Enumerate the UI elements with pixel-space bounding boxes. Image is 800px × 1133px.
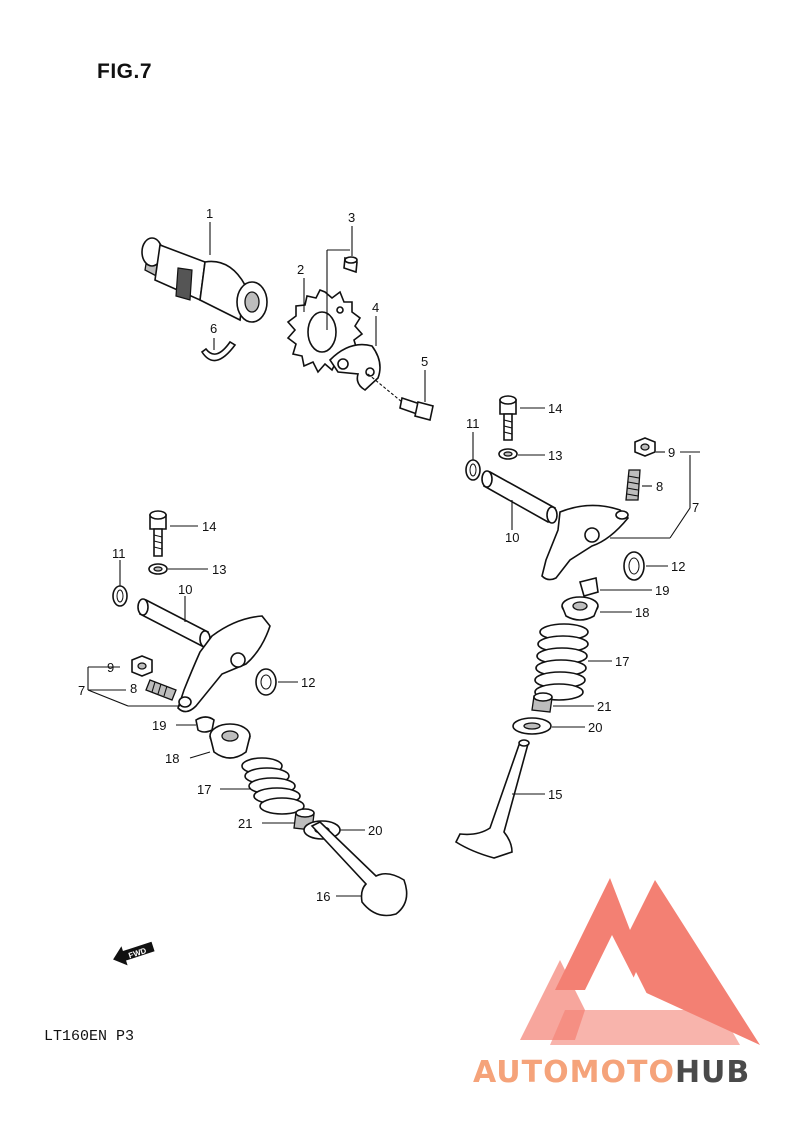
rocker-bolt-right xyxy=(499,395,517,441)
automotohub-logo xyxy=(520,878,760,1045)
valve-spring-left xyxy=(241,757,305,815)
svg-text:AUTOMOTOHUB: AUTOMOTOHUB xyxy=(473,1055,750,1090)
valve-spring-right xyxy=(534,623,589,701)
callout-1: 1 xyxy=(206,206,213,221)
rocker-arm-right xyxy=(541,504,630,581)
callout-11-left: 11 xyxy=(112,546,126,561)
callout-14-left: 14 xyxy=(202,519,216,534)
callout-7-right: 7 xyxy=(692,500,699,515)
seal-ring-right xyxy=(623,551,645,581)
callout-12-right: 12 xyxy=(671,559,685,574)
fwd-label: FWD xyxy=(127,946,147,960)
callout-13-left: 13 xyxy=(212,562,226,577)
callout-20-left: 20 xyxy=(368,823,382,838)
o-ring-right xyxy=(465,459,481,481)
callout-6: 6 xyxy=(210,321,217,336)
model-code: LT160EN P3 xyxy=(44,1028,135,1045)
callout-17-left: 17 xyxy=(197,782,211,797)
valve-cotter-left xyxy=(195,716,215,733)
figure-title: FIG.7 xyxy=(97,60,153,83)
callout-17-right: 17 xyxy=(615,654,629,669)
callout-9-right: 9 xyxy=(668,445,675,460)
callout-18-left: 18 xyxy=(165,751,179,766)
callout-5: 5 xyxy=(421,354,428,369)
seal-ring-left xyxy=(255,668,277,696)
callout-19-left: 19 xyxy=(152,718,166,733)
rocker-arm-left xyxy=(177,615,271,713)
retaining-clip xyxy=(200,340,237,362)
callout-14-right: 14 xyxy=(548,401,562,416)
callout-13-right: 13 xyxy=(548,448,562,463)
spring-retainer-left xyxy=(209,723,251,759)
callout-12-left: 12 xyxy=(301,675,315,690)
callout-3: 3 xyxy=(348,210,355,225)
washer-left xyxy=(148,563,168,575)
callout-19-right: 19 xyxy=(655,583,669,598)
spring-seat-right xyxy=(512,717,552,735)
camshaft xyxy=(141,237,268,323)
callout-21-right: 21 xyxy=(597,699,611,714)
washer-right xyxy=(498,448,518,460)
callout-21-left: 21 xyxy=(238,816,252,831)
callout-8-left: 8 xyxy=(130,681,137,696)
intake-valve xyxy=(310,821,408,917)
callout-7-left: 7 xyxy=(78,683,85,698)
stem-seal-right xyxy=(531,692,553,713)
forward-direction-arrow: FWD xyxy=(113,941,155,966)
adjuster-nut-right xyxy=(634,437,656,457)
sprocket-bolt xyxy=(367,373,434,421)
watermark-text-2: HUB xyxy=(675,1055,750,1090)
callout-16: 16 xyxy=(316,889,330,904)
watermark-text-1: AUTOMOTO xyxy=(473,1055,675,1090)
dowel-pin xyxy=(343,256,358,274)
rocker-shaft-right xyxy=(481,470,558,524)
callout-11-right: 11 xyxy=(466,416,480,431)
callout-10-left: 10 xyxy=(178,582,192,597)
callout-4: 4 xyxy=(372,300,379,315)
adjuster-screw-right xyxy=(625,469,641,501)
rocker-bolt-left xyxy=(149,510,167,557)
callout-2: 2 xyxy=(297,262,304,277)
spring-retainer-right xyxy=(561,596,599,621)
o-ring-left xyxy=(112,585,128,607)
valve-cotter-right xyxy=(579,577,599,597)
callout-8-right: 8 xyxy=(656,479,663,494)
adjuster-nut-left xyxy=(131,655,153,677)
callout-10-right: 10 xyxy=(505,530,519,545)
rocker-shaft-left xyxy=(137,598,211,648)
exhaust-valve xyxy=(454,739,530,859)
adjuster-screw-left xyxy=(145,679,177,701)
callout-18-right: 18 xyxy=(635,605,649,620)
callout-20-right: 20 xyxy=(588,720,602,735)
callout-9-left: 9 xyxy=(107,660,114,675)
callout-15: 15 xyxy=(548,787,562,802)
